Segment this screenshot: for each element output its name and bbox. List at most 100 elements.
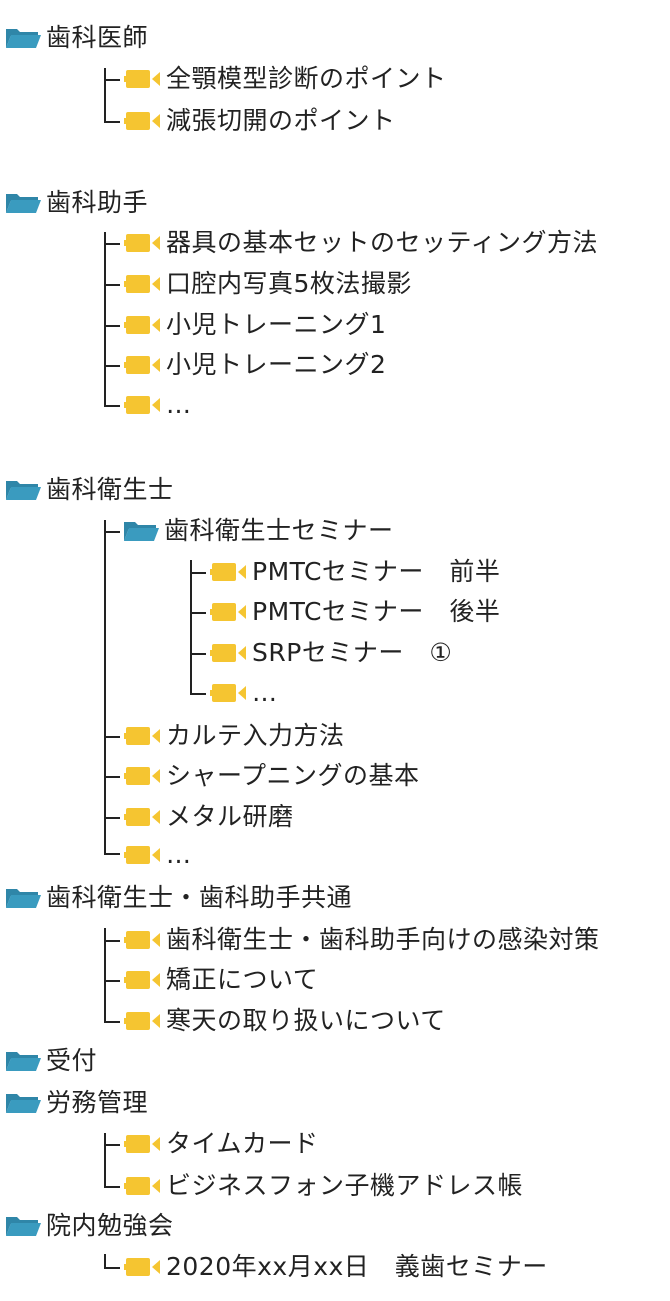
video-camera-icon <box>122 314 162 336</box>
video-camera-icon <box>122 110 162 132</box>
video-item[interactable]: 口腔内写真5枚法撮影 <box>122 264 412 304</box>
folder-reception[interactable]: 受付 <box>4 1041 97 1081</box>
video-camera-icon <box>122 273 162 295</box>
tree-branch <box>104 940 120 942</box>
video-camera-icon <box>122 1133 162 1155</box>
video-item[interactable]: シャープニングの基本 <box>122 756 420 796</box>
video-item[interactable]: 小児トレーニング2 <box>122 345 386 385</box>
video-item[interactable]: ビジネスフォン子機アドレス帳 <box>122 1166 523 1206</box>
folder-icon <box>4 1214 42 1238</box>
tree-branch <box>104 243 120 245</box>
folder-label: 院内勉強会 <box>46 1211 174 1240</box>
tree-branch <box>104 325 120 327</box>
video-label: 減張切開のポイント <box>166 106 396 135</box>
video-label: 歯科衛生士・歯科助手向けの感染対策 <box>166 925 600 954</box>
video-item[interactable]: PMTCセミナー 後半 <box>208 592 500 632</box>
tree-line <box>104 520 106 854</box>
video-camera-icon <box>208 561 248 583</box>
tree-branch <box>104 1144 120 1146</box>
tree-line <box>104 232 106 406</box>
video-label: 小児トレーニング2 <box>166 350 387 379</box>
video-label: 小児トレーニング1 <box>166 310 387 339</box>
video-camera-icon <box>122 969 162 991</box>
video-camera-icon <box>122 765 162 787</box>
video-camera-icon <box>122 844 162 866</box>
video-camera-icon <box>208 642 248 664</box>
tree-branch <box>104 853 120 855</box>
folder-label: 歯科衛生士 <box>46 475 174 504</box>
video-camera-icon <box>122 232 162 254</box>
video-item[interactable]: 2020年xx月xx日 義歯セミナー <box>122 1247 548 1287</box>
folder-icon <box>4 26 42 50</box>
tree-branch <box>104 1021 120 1023</box>
video-label: シャープニングの基本 <box>166 761 420 790</box>
video-camera-icon <box>122 354 162 376</box>
video-item[interactable]: … <box>122 385 192 425</box>
tree-branch <box>104 121 120 123</box>
tree-branch <box>190 612 206 614</box>
video-label: タイムカード <box>166 1129 319 1158</box>
subfolder-hygienist-seminar[interactable]: 歯科衛生士セミナー <box>122 511 394 551</box>
folder-label: 労務管理 <box>46 1088 149 1117</box>
folder-label: 歯科助手 <box>46 188 149 217</box>
folder-icon <box>4 886 42 910</box>
video-label: メタル研磨 <box>166 802 294 831</box>
tree-branch <box>104 1267 120 1269</box>
video-camera-icon <box>208 601 248 623</box>
video-label: 全顎模型診断のポイント <box>166 64 447 93</box>
folder-icon <box>4 478 42 502</box>
video-item[interactable]: 歯科衛生士・歯科助手向けの感染対策 <box>122 920 600 960</box>
tree-branch <box>104 776 120 778</box>
tree-branch <box>104 817 120 819</box>
video-item[interactable]: PMTCセミナー 前半 <box>208 552 500 592</box>
tree-branch <box>104 365 120 367</box>
tree-line <box>190 560 192 694</box>
video-item[interactable]: … <box>122 835 192 875</box>
folder-common[interactable]: 歯科衛生士・歯科助手共通 <box>4 878 352 918</box>
video-item[interactable]: 全顎模型診断のポイント <box>122 59 447 99</box>
video-item[interactable]: 寒天の取り扱いについて <box>122 1001 446 1041</box>
tree-branch <box>104 1186 120 1188</box>
video-label: SRPセミナー ① <box>252 638 453 667</box>
video-camera-icon <box>122 806 162 828</box>
video-camera-icon <box>208 682 248 704</box>
video-camera-icon <box>122 1010 162 1032</box>
video-item[interactable]: 減張切開のポイント <box>122 101 396 141</box>
folder-label: 受付 <box>46 1046 98 1075</box>
video-item[interactable]: … <box>208 673 278 713</box>
video-item[interactable]: タイムカード <box>122 1124 319 1164</box>
video-item[interactable]: SRPセミナー ① <box>208 633 452 673</box>
folder-label: 歯科衛生士セミナー <box>164 516 394 545</box>
video-camera-icon <box>122 1175 162 1197</box>
tree-line <box>104 1254 106 1268</box>
video-camera-icon <box>122 394 162 416</box>
video-item[interactable]: カルテ入力方法 <box>122 716 345 756</box>
tree-line <box>104 68 106 122</box>
tree-branch <box>104 980 120 982</box>
video-item[interactable]: 矯正について <box>122 960 318 1000</box>
video-label: ビジネスフォン子機アドレス帳 <box>166 1171 524 1200</box>
folder-labor[interactable]: 労務管理 <box>4 1083 148 1123</box>
folder-dentist[interactable]: 歯科医師 <box>4 18 148 58</box>
video-camera-icon <box>122 725 162 747</box>
tree-branch <box>104 531 120 533</box>
video-item[interactable]: 小児トレーニング1 <box>122 305 386 345</box>
folder-study[interactable]: 院内勉強会 <box>4 1206 174 1246</box>
tree-branch <box>190 653 206 655</box>
tree-branch <box>104 284 120 286</box>
folder-assistant[interactable]: 歯科助手 <box>4 183 148 223</box>
video-camera-icon <box>122 929 162 951</box>
video-label: カルテ入力方法 <box>166 721 345 750</box>
video-label: … <box>166 840 192 869</box>
video-label: PMTCセミナー 前半 <box>252 557 501 586</box>
tree-line <box>104 928 106 1022</box>
video-item[interactable]: メタル研磨 <box>122 797 294 837</box>
tree-branch <box>190 693 206 695</box>
video-label: 器具の基本セットのセッティング方法 <box>166 228 599 257</box>
video-item[interactable]: 器具の基本セットのセッティング方法 <box>122 223 598 263</box>
folder-hygienist[interactable]: 歯科衛生士 <box>4 470 174 510</box>
video-label: … <box>252 678 278 707</box>
tree-branch <box>104 405 120 407</box>
tree-line <box>104 1133 106 1187</box>
video-camera-icon <box>122 68 162 90</box>
